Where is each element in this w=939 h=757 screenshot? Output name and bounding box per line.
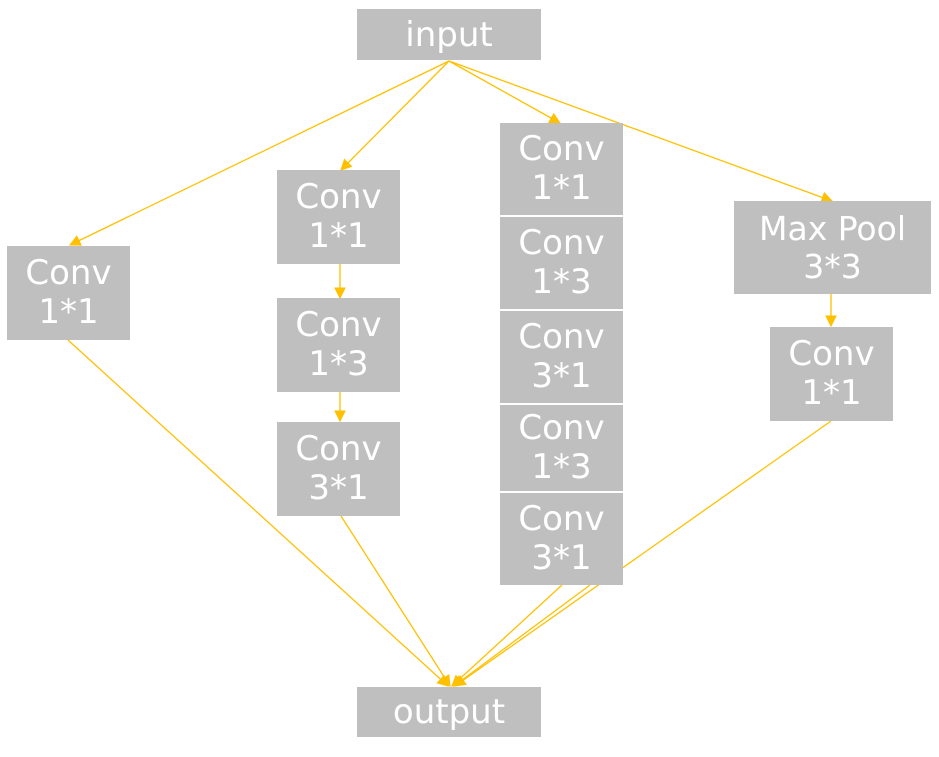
branch3-conv-1x3: Conv 1*3 [500, 217, 623, 309]
node-kernel-label: 1*3 [531, 262, 592, 302]
node-op-label: Conv [518, 222, 605, 263]
node-op-label: Conv [518, 498, 605, 539]
node-kernel-label: 3*1 [531, 538, 592, 578]
branch3-conv-1x1: Conv 1*1 [500, 123, 623, 215]
branch4-max-pool-3x3: Max Pool 3*3 [734, 201, 931, 294]
edge-branch3a-to-output [451, 584, 563, 687]
edge-input-to-branch3 [448, 60, 562, 124]
branch2-conv-3x1: Conv 3*1 [277, 422, 400, 516]
output-node: output [357, 687, 541, 737]
input-node: input [357, 9, 541, 60]
node-kernel-label: 1*3 [531, 447, 592, 487]
node-op-label: Conv [518, 407, 605, 448]
node-op-label: Conv [295, 304, 382, 345]
edge-branch3b-to-output [453, 584, 591, 687]
node-op-label: Max Pool [759, 208, 906, 248]
edge-input-to-branch1 [68, 60, 450, 246]
node-op-label: Conv [295, 176, 382, 217]
branch3-conv-3x1-second: Conv 3*1 [500, 493, 623, 585]
node-kernel-label: 1*1 [801, 373, 862, 413]
node-kernel-label: 1*1 [308, 216, 369, 256]
node-op-label: Conv [25, 252, 112, 293]
node-op-label: Conv [518, 128, 605, 169]
node-op-label: Conv [788, 333, 875, 374]
node-kernel-label: 3*3 [803, 246, 862, 286]
edge-branch4-to-output [454, 420, 832, 687]
node-kernel-label: 1*1 [531, 168, 592, 208]
branch4-conv-1x1: Conv 1*1 [770, 327, 893, 421]
node-kernel-label: 3*1 [531, 356, 592, 396]
node-kernel-label: 1*1 [38, 292, 99, 332]
node-op-label: Conv [295, 428, 382, 469]
input-label: input [405, 14, 493, 55]
branch3-conv-3x1: Conv 3*1 [500, 311, 623, 403]
edge-branch1-to-output [67, 339, 449, 687]
node-op-label: Conv [518, 316, 605, 357]
branch1-conv-1x1: Conv 1*1 [7, 246, 130, 340]
edge-input-to-branch2 [340, 60, 450, 171]
node-kernel-label: 3*1 [308, 468, 369, 508]
node-kernel-label: 1*3 [308, 344, 369, 384]
edge-branch2-to-output [340, 515, 451, 687]
branch3-conv-1x3-second: Conv 1*3 [500, 405, 623, 491]
edge-input-to-branch4 [448, 60, 834, 203]
branch2-conv-1x1: Conv 1*1 [277, 170, 400, 264]
output-label: output [392, 692, 506, 732]
branch2-conv-1x3: Conv 1*3 [277, 298, 400, 392]
